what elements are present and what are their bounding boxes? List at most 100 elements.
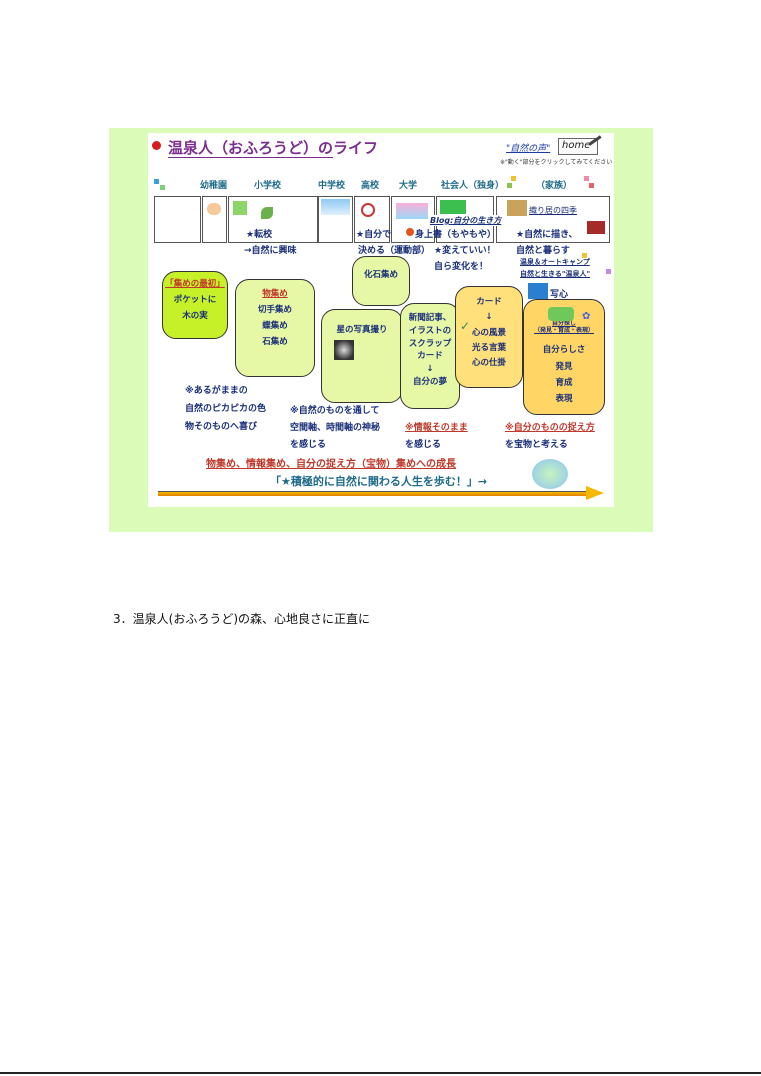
header-link[interactable]: "自然の声"	[506, 144, 551, 154]
bubble-university-line: 光る言葉	[471, 342, 506, 353]
bubble-high-line: 新聞記事、	[408, 313, 452, 323]
change2-text: 自ら変化を！	[434, 262, 489, 272]
note-b1: ※自然のものを通して	[290, 406, 380, 416]
bubble-elementary-line: 切手集め	[257, 305, 292, 316]
photo-box-univ[interactable]	[391, 196, 435, 243]
section-caption: 3．温泉人(おふろうど)の森、心地良さに正直に	[113, 612, 370, 626]
home-label: home	[562, 140, 591, 151]
bubble-elementary[interactable]: 物集め 切手集め 蝶集め 石集め	[235, 279, 315, 377]
note-a2: 自然のピカピカの色	[185, 404, 267, 414]
bubble-elementary-line: 石集め	[262, 337, 288, 348]
bubble-middle-line: 星の写真撮り	[336, 325, 388, 335]
self-text: ★自分で	[356, 230, 392, 240]
leaf-icon	[233, 201, 247, 215]
bubble-family-line: 育成	[555, 377, 573, 388]
photo-box-high[interactable]	[354, 196, 390, 243]
change-text: ★変えていい！	[434, 246, 496, 256]
stage-university: 大学	[399, 181, 418, 191]
title-underline	[168, 157, 333, 158]
bubble-high-line: ↓	[426, 364, 434, 374]
sprout-icon	[261, 207, 273, 219]
photo-box-family[interactable]: 織り居の四季	[496, 196, 610, 243]
bubble-university-line: ↓	[485, 312, 493, 323]
bubble-family-line: 発見	[555, 361, 573, 372]
square-icon	[584, 176, 589, 181]
green-photo	[440, 200, 466, 214]
photo-box-kids[interactable]	[202, 196, 227, 243]
stage-kindergarten: 幼稚園	[200, 181, 228, 191]
bubble-university[interactable]: カード ↓ 心の風景 光る言葉 心の仕掛	[455, 286, 523, 388]
magnifier-icon	[361, 203, 375, 217]
note-a3: 物そのものへ喜び	[185, 422, 258, 432]
photo-heart-text: 写心	[550, 290, 569, 300]
bubble-fossil-line: 化石集め	[363, 270, 398, 280]
sunset-photo	[396, 203, 428, 219]
click-note: ※"動く"部分をクリックしてみてください	[500, 159, 613, 166]
square-icon	[606, 269, 611, 274]
bubble-high-line: 自分の夢	[412, 376, 447, 387]
square-icon	[160, 185, 165, 190]
interest-text: →自然に興味	[244, 246, 297, 256]
bubble-university-line: カード	[476, 297, 502, 307]
bubble-kinder-line: ポケットに	[173, 295, 217, 306]
growth-text: 物集め、情報集め、自分の捉え方（宝物）集めへの成長	[206, 459, 456, 470]
bubble-family-line: 自分らしさ	[542, 345, 586, 356]
moon-photo	[334, 340, 354, 360]
season-link[interactable]: 織り居の四季	[529, 206, 577, 215]
bubble-high-line: スクラップ	[408, 338, 452, 349]
bubble-high[interactable]: 新聞記事、 イラストの スクラップ カード ↓ 自分の夢	[400, 303, 460, 409]
natural-link[interactable]: 自然と生きる"温泉人"	[520, 270, 591, 278]
slide: 温泉人（おふろうど）のライフ "自然の声" home ※"動く"部分をクリックし…	[148, 133, 614, 507]
decide-text: 決める（運動部）	[358, 246, 431, 256]
bubble-family[interactable]: 自分探し （発見・育成・表現） 自分らしさ 発見 育成 表現	[523, 299, 605, 415]
sky-photo	[321, 199, 350, 215]
bubble-middle[interactable]: 星の写真撮り	[321, 309, 403, 403]
motto-text: 「★積極的に自然に関わる人生を歩む！」→	[270, 475, 488, 488]
photo-box-elementary[interactable]	[228, 196, 318, 243]
snowflake-photo	[528, 283, 548, 299]
bubble-university-line: 心の風景	[471, 327, 506, 338]
stage-family: （家族）	[536, 181, 573, 191]
camp-link[interactable]: 温泉＆オートキャンプ	[520, 258, 590, 266]
photo-box-middle[interactable]	[318, 196, 353, 243]
bubble-kinder-line: 木の実	[182, 311, 208, 322]
square-icon	[582, 253, 587, 258]
bubble-elementary-title: 物集め	[262, 289, 288, 299]
arrow-head	[586, 486, 604, 500]
bubble-kinder[interactable]: 「集めの最初」 ポケットに 木の実	[162, 271, 228, 339]
bubble-high-line: カード	[417, 351, 443, 362]
note-d1: ※自分のものの捉え方	[505, 423, 595, 433]
bubble-university-line: 心の仕掛	[471, 358, 506, 369]
live-text: 自然と暮らす	[516, 246, 570, 256]
bubble-high-line: イラストの	[408, 325, 452, 336]
apple-icon	[152, 141, 161, 150]
bubble-family-small-line: （発見・育成・表現）	[533, 327, 594, 335]
page-rule	[0, 1072, 761, 1074]
stage-high: 高校	[361, 181, 380, 191]
stage-elementary: 小学校	[254, 181, 282, 191]
note-b3: を感じる	[290, 440, 327, 450]
flower-icon: ✿	[582, 311, 591, 322]
bubble-elementary-line: 蝶集め	[262, 321, 288, 332]
landscape-photo	[507, 200, 527, 216]
home-button[interactable]: home	[558, 138, 598, 155]
stage-working: 社会人（独身）	[441, 181, 505, 191]
bubble-fossil[interactable]: 化石集め	[352, 256, 410, 306]
bubble-kinder-title: 「集めの最初」	[165, 279, 225, 289]
check-icon: ✓	[460, 319, 471, 333]
stage-middle: 中学校	[318, 181, 346, 191]
bubble-family-small-line: 自分探し	[551, 320, 576, 327]
photo-box-kinder	[154, 196, 201, 243]
note-b2: 空間軸、時間軸の神秘	[290, 423, 381, 433]
kids-icon	[207, 203, 221, 215]
mimi-icon	[406, 228, 414, 236]
square-icon	[154, 179, 159, 184]
slide-title: 温泉人（おふろうど）のライフ	[168, 139, 379, 157]
blog-link[interactable]: Blog:自分の生き方	[430, 215, 502, 226]
bubble-family-line: 表現	[555, 393, 573, 404]
note-a1: ※あるがままの	[185, 386, 248, 396]
note-d2: を宝物と考える	[505, 440, 568, 450]
kite-icon	[548, 307, 574, 321]
note-c1: ※情報そのまま	[405, 423, 468, 433]
